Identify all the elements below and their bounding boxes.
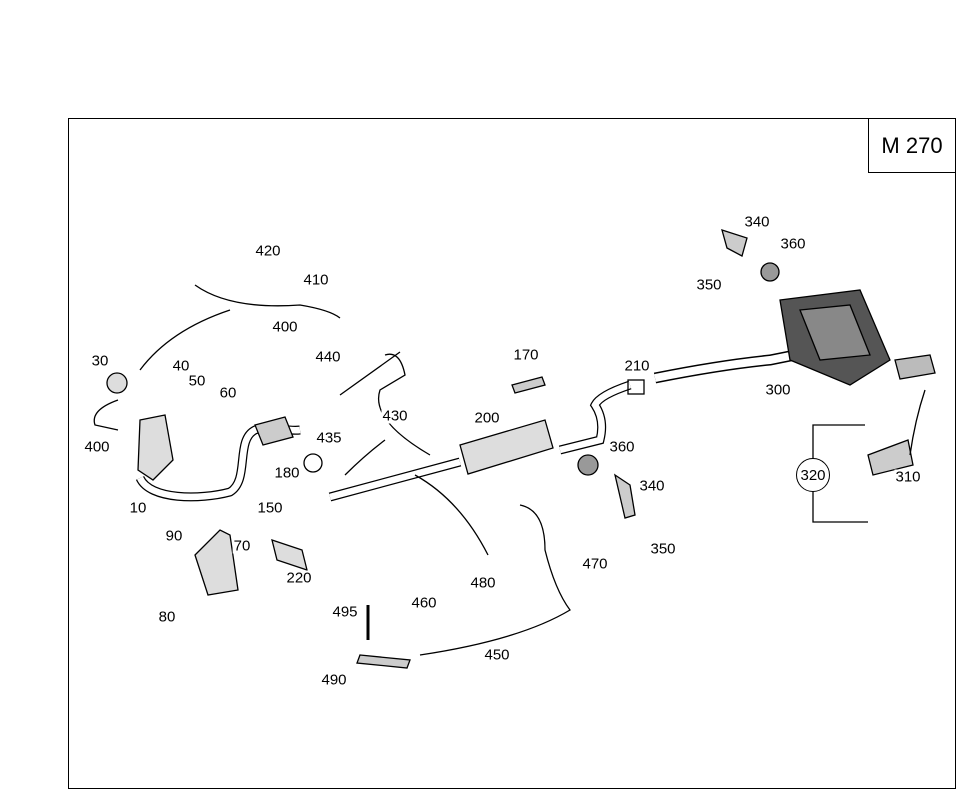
part-label: 40 (171, 357, 191, 375)
part-label: 210 (623, 357, 651, 375)
group-label-320: 320 (796, 458, 830, 492)
arrow (344, 439, 386, 476)
clamp-180 (303, 453, 323, 473)
arrow (414, 474, 489, 556)
part-label: 150 (256, 499, 284, 517)
part-label: 400 (271, 318, 299, 336)
part-label: 340 (743, 213, 771, 231)
bracket-70 (194, 529, 239, 596)
sensor-wire-450 (419, 504, 571, 656)
center-muffler (459, 419, 554, 475)
connector-490 (356, 654, 411, 669)
model-label: M 270 (868, 118, 956, 173)
gasket-220 (271, 539, 308, 571)
part-label: 170 (512, 346, 540, 364)
gasket-30 (106, 372, 128, 394)
rubber-mount-360 (577, 454, 599, 476)
part-label: 180 (273, 464, 301, 482)
part-label: 430 (381, 407, 409, 425)
rubber-mount-360-rear (760, 262, 780, 282)
part-label: 300 (764, 381, 792, 399)
part-label: 410 (302, 271, 330, 289)
arrow (139, 309, 231, 371)
part-label: 350 (695, 276, 723, 294)
part-label: 70 (232, 537, 252, 555)
part-label: 495 (331, 603, 359, 621)
part-label: 310 (894, 468, 922, 486)
part-label: 490 (320, 671, 348, 689)
part-label: 460 (410, 594, 438, 612)
part-label: 450 (483, 646, 511, 664)
part-label: 350 (649, 540, 677, 558)
part-label: 480 (469, 574, 497, 592)
part-label: 420 (254, 242, 282, 260)
part-label: 200 (473, 409, 501, 427)
sensor-wire-430 (339, 351, 431, 456)
part-label: 60 (218, 384, 238, 402)
bracket-340-rear (721, 229, 748, 257)
part-label: 360 (779, 235, 807, 253)
part-label: 360 (608, 438, 636, 456)
part-label: 470 (581, 555, 609, 573)
bracket-340 (613, 473, 636, 519)
tail-pipe-trim-310 (867, 439, 914, 476)
sensor-wire-400-top (194, 284, 341, 319)
part-label: 90 (164, 527, 184, 545)
part-label: 10 (128, 499, 148, 517)
sensor-170 (511, 376, 546, 394)
part-label: 80 (157, 608, 177, 626)
arrow (909, 389, 926, 456)
part-label: 220 (285, 569, 313, 587)
part-label: 50 (187, 372, 207, 390)
part-label: 400 (83, 438, 111, 456)
part-label: 30 (90, 352, 110, 370)
part-label: 435 (315, 429, 343, 447)
catalytic-converter (137, 414, 174, 481)
part-label: 340 (638, 477, 666, 495)
part-label: 440 (314, 348, 342, 366)
sensor-wire-400-left (93, 399, 119, 431)
clamp-210 (627, 379, 645, 395)
